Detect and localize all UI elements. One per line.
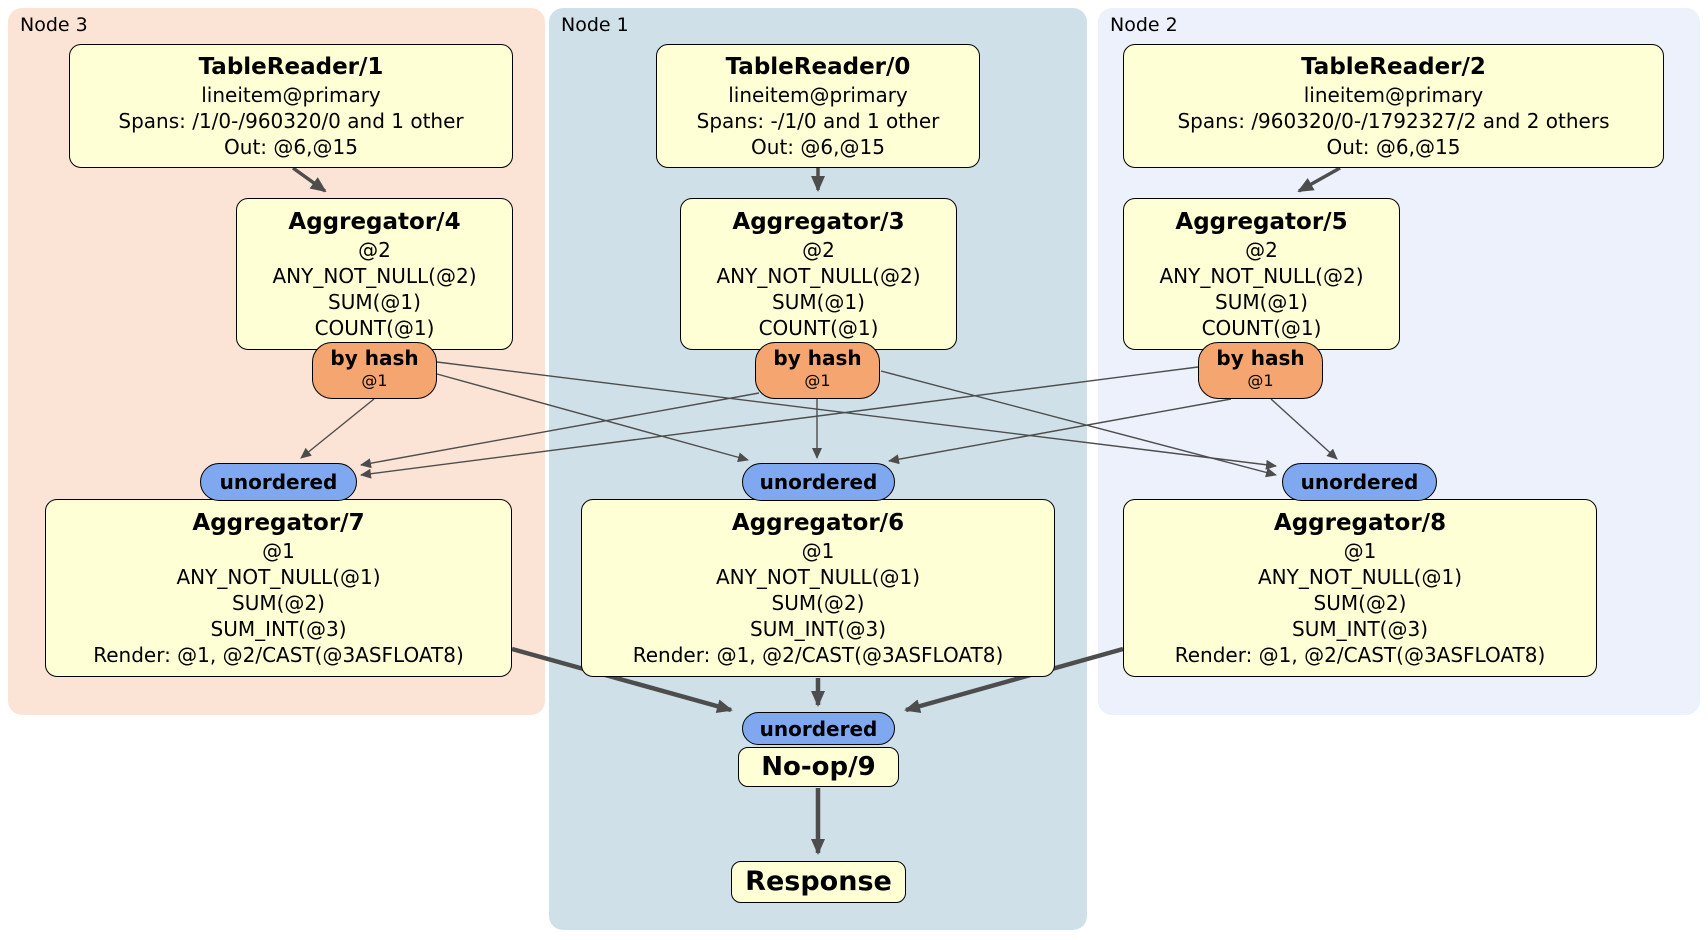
edge-tr1-agg4 — [291, 166, 327, 193]
sync-unordered-final: unordered — [742, 712, 895, 745]
edge-tr2-agg5 — [1297, 166, 1341, 193]
processor-title: TableReader/1 — [198, 53, 384, 80]
router-label: by hash — [1216, 346, 1305, 370]
processor-detail: Render: @1, @2/CAST(@3ASFLOAT8) — [632, 642, 1004, 667]
aggregator-4-box: Aggregator/4 @2 ANY_NOT_NULL(@2) SUM(@1)… — [236, 198, 513, 350]
processor-title: Aggregator/8 — [1273, 509, 1447, 536]
processor-detail: SUM(@2) — [1313, 590, 1407, 615]
panel-node2-label: Node 2 — [1110, 14, 1178, 36]
processor-detail: ANY_NOT_NULL(@2) — [1159, 263, 1364, 288]
processor-detail: SUM(@1) — [1215, 289, 1308, 314]
edge-hash3-sync8 — [880, 370, 1277, 478]
processor-detail: Out: @6,@15 — [751, 134, 885, 159]
aggregator-7-box: Aggregator/7 @1 ANY_NOT_NULL(@1) SUM(@2)… — [45, 499, 512, 677]
processor-detail: SUM(@1) — [772, 289, 865, 314]
tablereader-1-box: TableReader/1 lineitem@primary Spans: /1… — [69, 44, 513, 168]
processor-detail: Out: @6,@15 — [1326, 134, 1461, 159]
edge-hash3-sync7 — [360, 392, 760, 469]
sync-unordered-7: unordered — [200, 463, 357, 501]
aggregator-5-box: Aggregator/5 @2 ANY_NOT_NULL(@2) SUM(@1)… — [1123, 198, 1400, 350]
processor-title: No-op/9 — [761, 752, 876, 782]
processor-detail: @1 — [1343, 538, 1377, 563]
router-key: @1 — [361, 371, 388, 390]
processor-detail: ANY_NOT_NULL(@1) — [716, 564, 920, 589]
processor-detail: ANY_NOT_NULL(@2) — [272, 263, 477, 288]
processor-detail: @2 — [1245, 237, 1278, 262]
processor-detail: SUM_INT(@3) — [750, 616, 886, 641]
edge-hash4-sync6 — [436, 373, 749, 463]
router-key: @1 — [1247, 371, 1274, 390]
sync-label: unordered — [759, 716, 878, 741]
processor-detail: Render: @1, @2/CAST(@3ASFLOAT8) — [1174, 642, 1546, 667]
processor-detail: SUM(@2) — [771, 590, 865, 615]
processor-detail: SUM(@2) — [232, 590, 325, 615]
noop-9-box: No-op/9 — [738, 747, 899, 787]
processor-detail: Spans: /960320/0-/1792327/2 and 2 others — [1177, 108, 1610, 133]
hash-router-4: by hash @1 — [312, 342, 437, 399]
processor-detail: Out: @6,@15 — [224, 134, 358, 159]
sync-label: unordered — [219, 470, 338, 494]
processor-title: TableReader/0 — [725, 53, 911, 80]
aggregator-8-box: Aggregator/8 @1 ANY_NOT_NULL(@1) SUM(@2)… — [1123, 499, 1597, 677]
processor-detail: @1 — [801, 538, 835, 563]
edge-agg8-finalsync — [904, 646, 1124, 713]
processor-detail: @2 — [358, 237, 391, 262]
panel-node3-label: Node 3 — [20, 14, 88, 36]
edge-hash5-sync7 — [360, 366, 1199, 479]
edge-hash5-sync6 — [888, 398, 1232, 465]
processor-title: TableReader/2 — [1301, 53, 1486, 80]
edge-hash4-sync8 — [436, 361, 1277, 470]
hash-router-5: by hash @1 — [1198, 342, 1323, 399]
edge-hash5-sync8 — [1270, 398, 1338, 460]
processor-detail: @2 — [802, 237, 835, 262]
processor-detail: Spans: -/1/0 and 1 other — [696, 108, 940, 133]
processor-detail: COUNT(@1) — [314, 315, 435, 340]
panel-node1-label: Node 1 — [561, 14, 629, 36]
processor-detail: SUM(@1) — [328, 289, 421, 314]
hash-router-3: by hash @1 — [755, 342, 880, 399]
processor-title: Aggregator/6 — [731, 509, 905, 536]
edge-agg7-finalsync — [511, 646, 733, 713]
processor-detail: ANY_NOT_NULL(@1) — [176, 564, 381, 589]
processor-detail: SUM_INT(@3) — [210, 616, 347, 641]
router-key: @1 — [804, 371, 831, 390]
processor-detail: ANY_NOT_NULL(@1) — [1258, 564, 1462, 589]
router-label: by hash — [773, 346, 862, 370]
edge-hash4-sync7 — [300, 398, 375, 459]
tablereader-2-box: TableReader/2 lineitem@primary Spans: /9… — [1123, 44, 1664, 168]
router-label: by hash — [330, 346, 419, 370]
processor-detail: lineitem@primary — [201, 82, 381, 107]
processor-detail: lineitem@primary — [1303, 82, 1484, 107]
processor-detail: COUNT(@1) — [758, 315, 879, 340]
processor-detail: lineitem@primary — [728, 82, 908, 107]
processor-detail: ANY_NOT_NULL(@2) — [716, 263, 921, 288]
sync-unordered-8: unordered — [1282, 463, 1437, 501]
response-box: Response — [731, 861, 906, 903]
processor-detail: Render: @1, @2/CAST(@3ASFLOAT8) — [93, 642, 464, 667]
aggregator-3-box: Aggregator/3 @2 ANY_NOT_NULL(@2) SUM(@1)… — [680, 198, 957, 350]
processor-title: Aggregator/4 — [288, 208, 461, 235]
sync-label: unordered — [1300, 470, 1419, 494]
processor-title: Aggregator/5 — [1175, 208, 1348, 235]
processor-title: Response — [745, 866, 892, 897]
processor-detail: COUNT(@1) — [1201, 315, 1322, 340]
aggregator-6-box: Aggregator/6 @1 ANY_NOT_NULL(@1) SUM(@2)… — [581, 499, 1055, 677]
processor-detail: SUM_INT(@3) — [1292, 616, 1428, 641]
processor-detail: @1 — [262, 538, 295, 563]
sync-unordered-6: unordered — [742, 463, 895, 501]
processor-detail: Spans: /1/0-/960320/0 and 1 other — [118, 108, 464, 133]
processor-title: Aggregator/7 — [192, 509, 365, 536]
processor-title: Aggregator/3 — [732, 208, 905, 235]
sync-label: unordered — [759, 470, 878, 494]
tablereader-0-box: TableReader/0 lineitem@primary Spans: -/… — [656, 44, 980, 168]
